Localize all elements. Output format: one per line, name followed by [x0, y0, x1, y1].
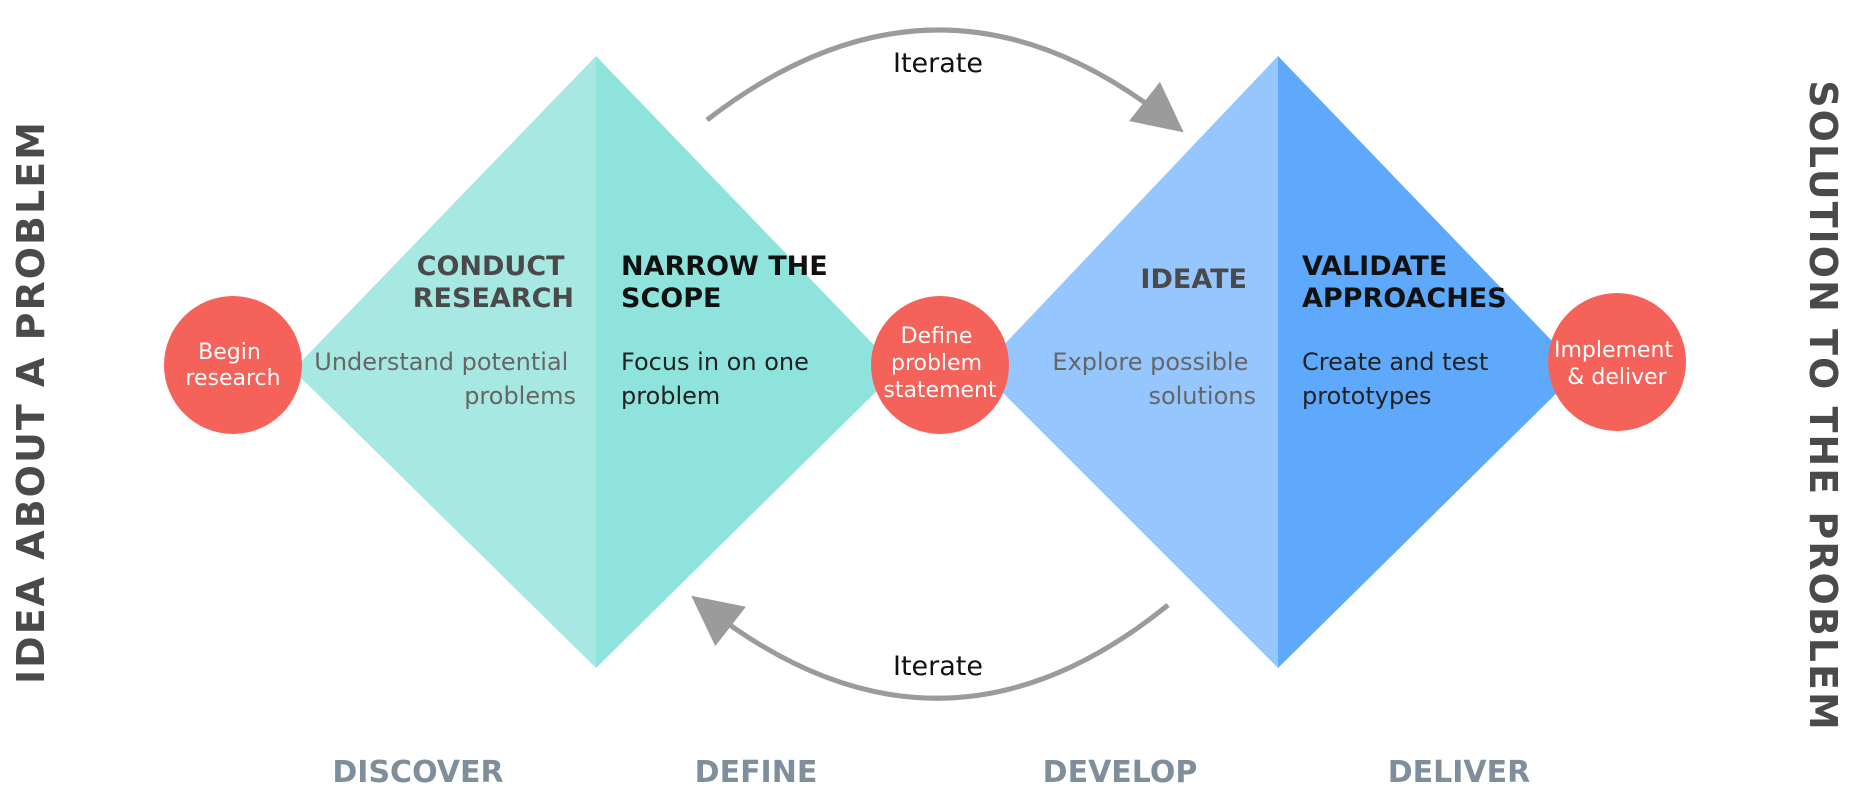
- begin-research-node: Begin research: [164, 296, 302, 434]
- iterate-label-bottom: Iterate: [893, 651, 983, 682]
- validate-approaches-description: Create and test prototypes: [1302, 348, 1496, 410]
- side-label-right: SOLUTION TO THE PROBLEM: [1801, 80, 1845, 732]
- phase-develop: DEVELOP: [1043, 755, 1198, 790]
- diamond-discover-half: [293, 56, 596, 668]
- conduct-research-heading: CONDUCT RESEARCH: [413, 251, 574, 314]
- conduct-research-description: Understand potential problems: [314, 348, 576, 410]
- implement-deliver-node: Implement & deliver: [1548, 293, 1686, 431]
- svg-text:Define problem sta: Define problem statement: [883, 324, 997, 403]
- validate-approaches-heading: VALIDATE APPROACHES: [1302, 251, 1507, 314]
- svg-text:Implement & deliver: Implement & deliver: [1554, 338, 1680, 390]
- define-problem-statement-node: Define problem statement: [871, 296, 1009, 434]
- ideate-description: Explore possible solutions: [1052, 348, 1256, 410]
- diamond-develop-half: [980, 56, 1278, 668]
- ideate-heading: IDEATE: [1140, 264, 1247, 295]
- phase-define: DEFINE: [695, 755, 818, 790]
- diamond-deliver-half: [1278, 56, 1580, 668]
- diamond-define-half: [596, 56, 898, 668]
- iterate-label-top: Iterate: [893, 48, 983, 79]
- svg-text:Begin research: Begin research: [185, 340, 280, 391]
- phase-deliver: DELIVER: [1388, 755, 1531, 790]
- phase-discover: DISCOVER: [332, 755, 503, 790]
- narrow-scope-description: Focus in on one problem: [621, 348, 817, 410]
- side-label-left: IDEA ABOUT A PROBLEM: [9, 120, 53, 684]
- iterate-arrow-top: [705, 27, 1184, 133]
- narrow-scope-heading: NARROW THE SCOPE: [621, 251, 837, 314]
- iterate-arrow-bottom: [691, 595, 1170, 701]
